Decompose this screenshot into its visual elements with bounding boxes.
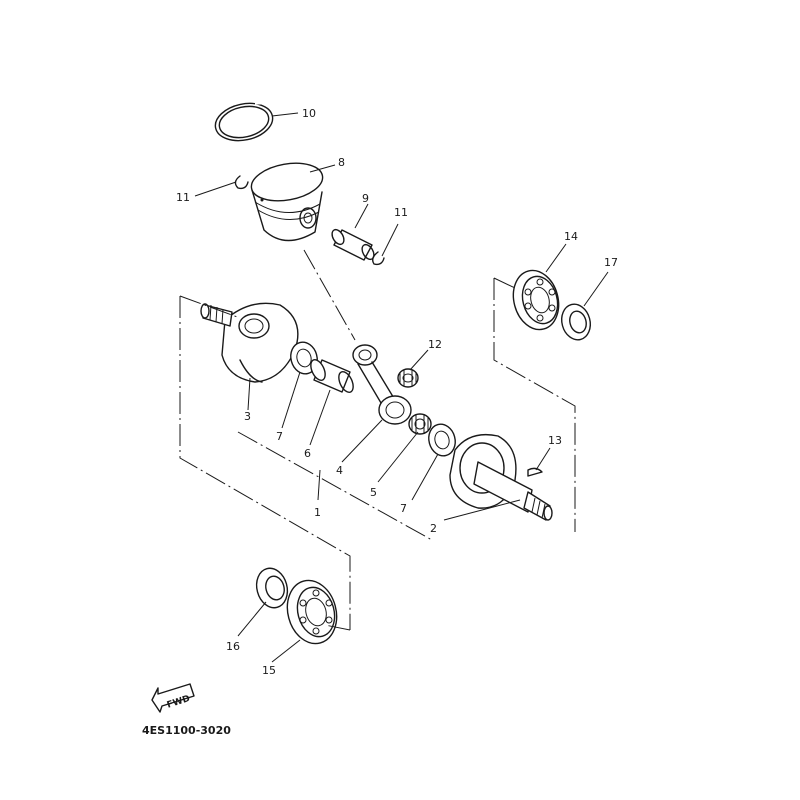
- fwd-arrow-icon: FWD: [151, 683, 195, 713]
- circlip-left: [234, 175, 249, 190]
- circlip-right: [371, 251, 385, 266]
- callout-3: 3: [244, 410, 251, 423]
- crank-half-left: [200, 302, 299, 383]
- callout-4: 4: [336, 464, 343, 477]
- callout-6: 6: [304, 447, 311, 460]
- crank-pin: [310, 359, 354, 393]
- connecting-rod: [352, 344, 412, 425]
- leader-lines: [194, 112, 609, 663]
- callout-15: 15: [262, 664, 276, 677]
- callout-12: 12: [428, 338, 442, 351]
- big-end-bearing: [408, 413, 432, 435]
- bearing-bottom: [286, 579, 338, 645]
- callout-1: 1: [314, 506, 321, 519]
- small-end-bearing: [397, 368, 419, 388]
- crank-half-right: [449, 433, 553, 521]
- callout-13: 13: [548, 434, 562, 447]
- oil-seal-top: [560, 303, 592, 341]
- callout-14: 14: [564, 230, 578, 243]
- callout-2: 2: [430, 522, 437, 535]
- callout-5: 5: [370, 486, 377, 499]
- callout-10: 10: [302, 107, 316, 120]
- callout-11-right: 11: [394, 206, 408, 219]
- callout-9: 9: [362, 192, 369, 205]
- callout-7-right: 7: [400, 502, 407, 515]
- callout-16: 16: [226, 640, 240, 653]
- oil-seal-bottom: [255, 567, 289, 609]
- callout-8: 8: [338, 156, 345, 169]
- washer-right: [428, 423, 456, 457]
- callout-labels: 10 8 11 9 11 12 14 17 3 7 6 4 13 5 7 1 2…: [176, 107, 618, 677]
- piston-ring: [214, 101, 274, 142]
- callout-7-left: 7: [276, 430, 283, 443]
- callout-11-left: 11: [176, 191, 190, 204]
- callout-17: 17: [604, 256, 618, 269]
- piston-pin: [331, 228, 375, 261]
- woodruff-key: [527, 467, 543, 477]
- piston: [250, 162, 324, 242]
- assembly-bracket-lines: [179, 249, 576, 631]
- part-code: 4ES1100-3020: [142, 724, 231, 737]
- bearing-top: [512, 269, 560, 331]
